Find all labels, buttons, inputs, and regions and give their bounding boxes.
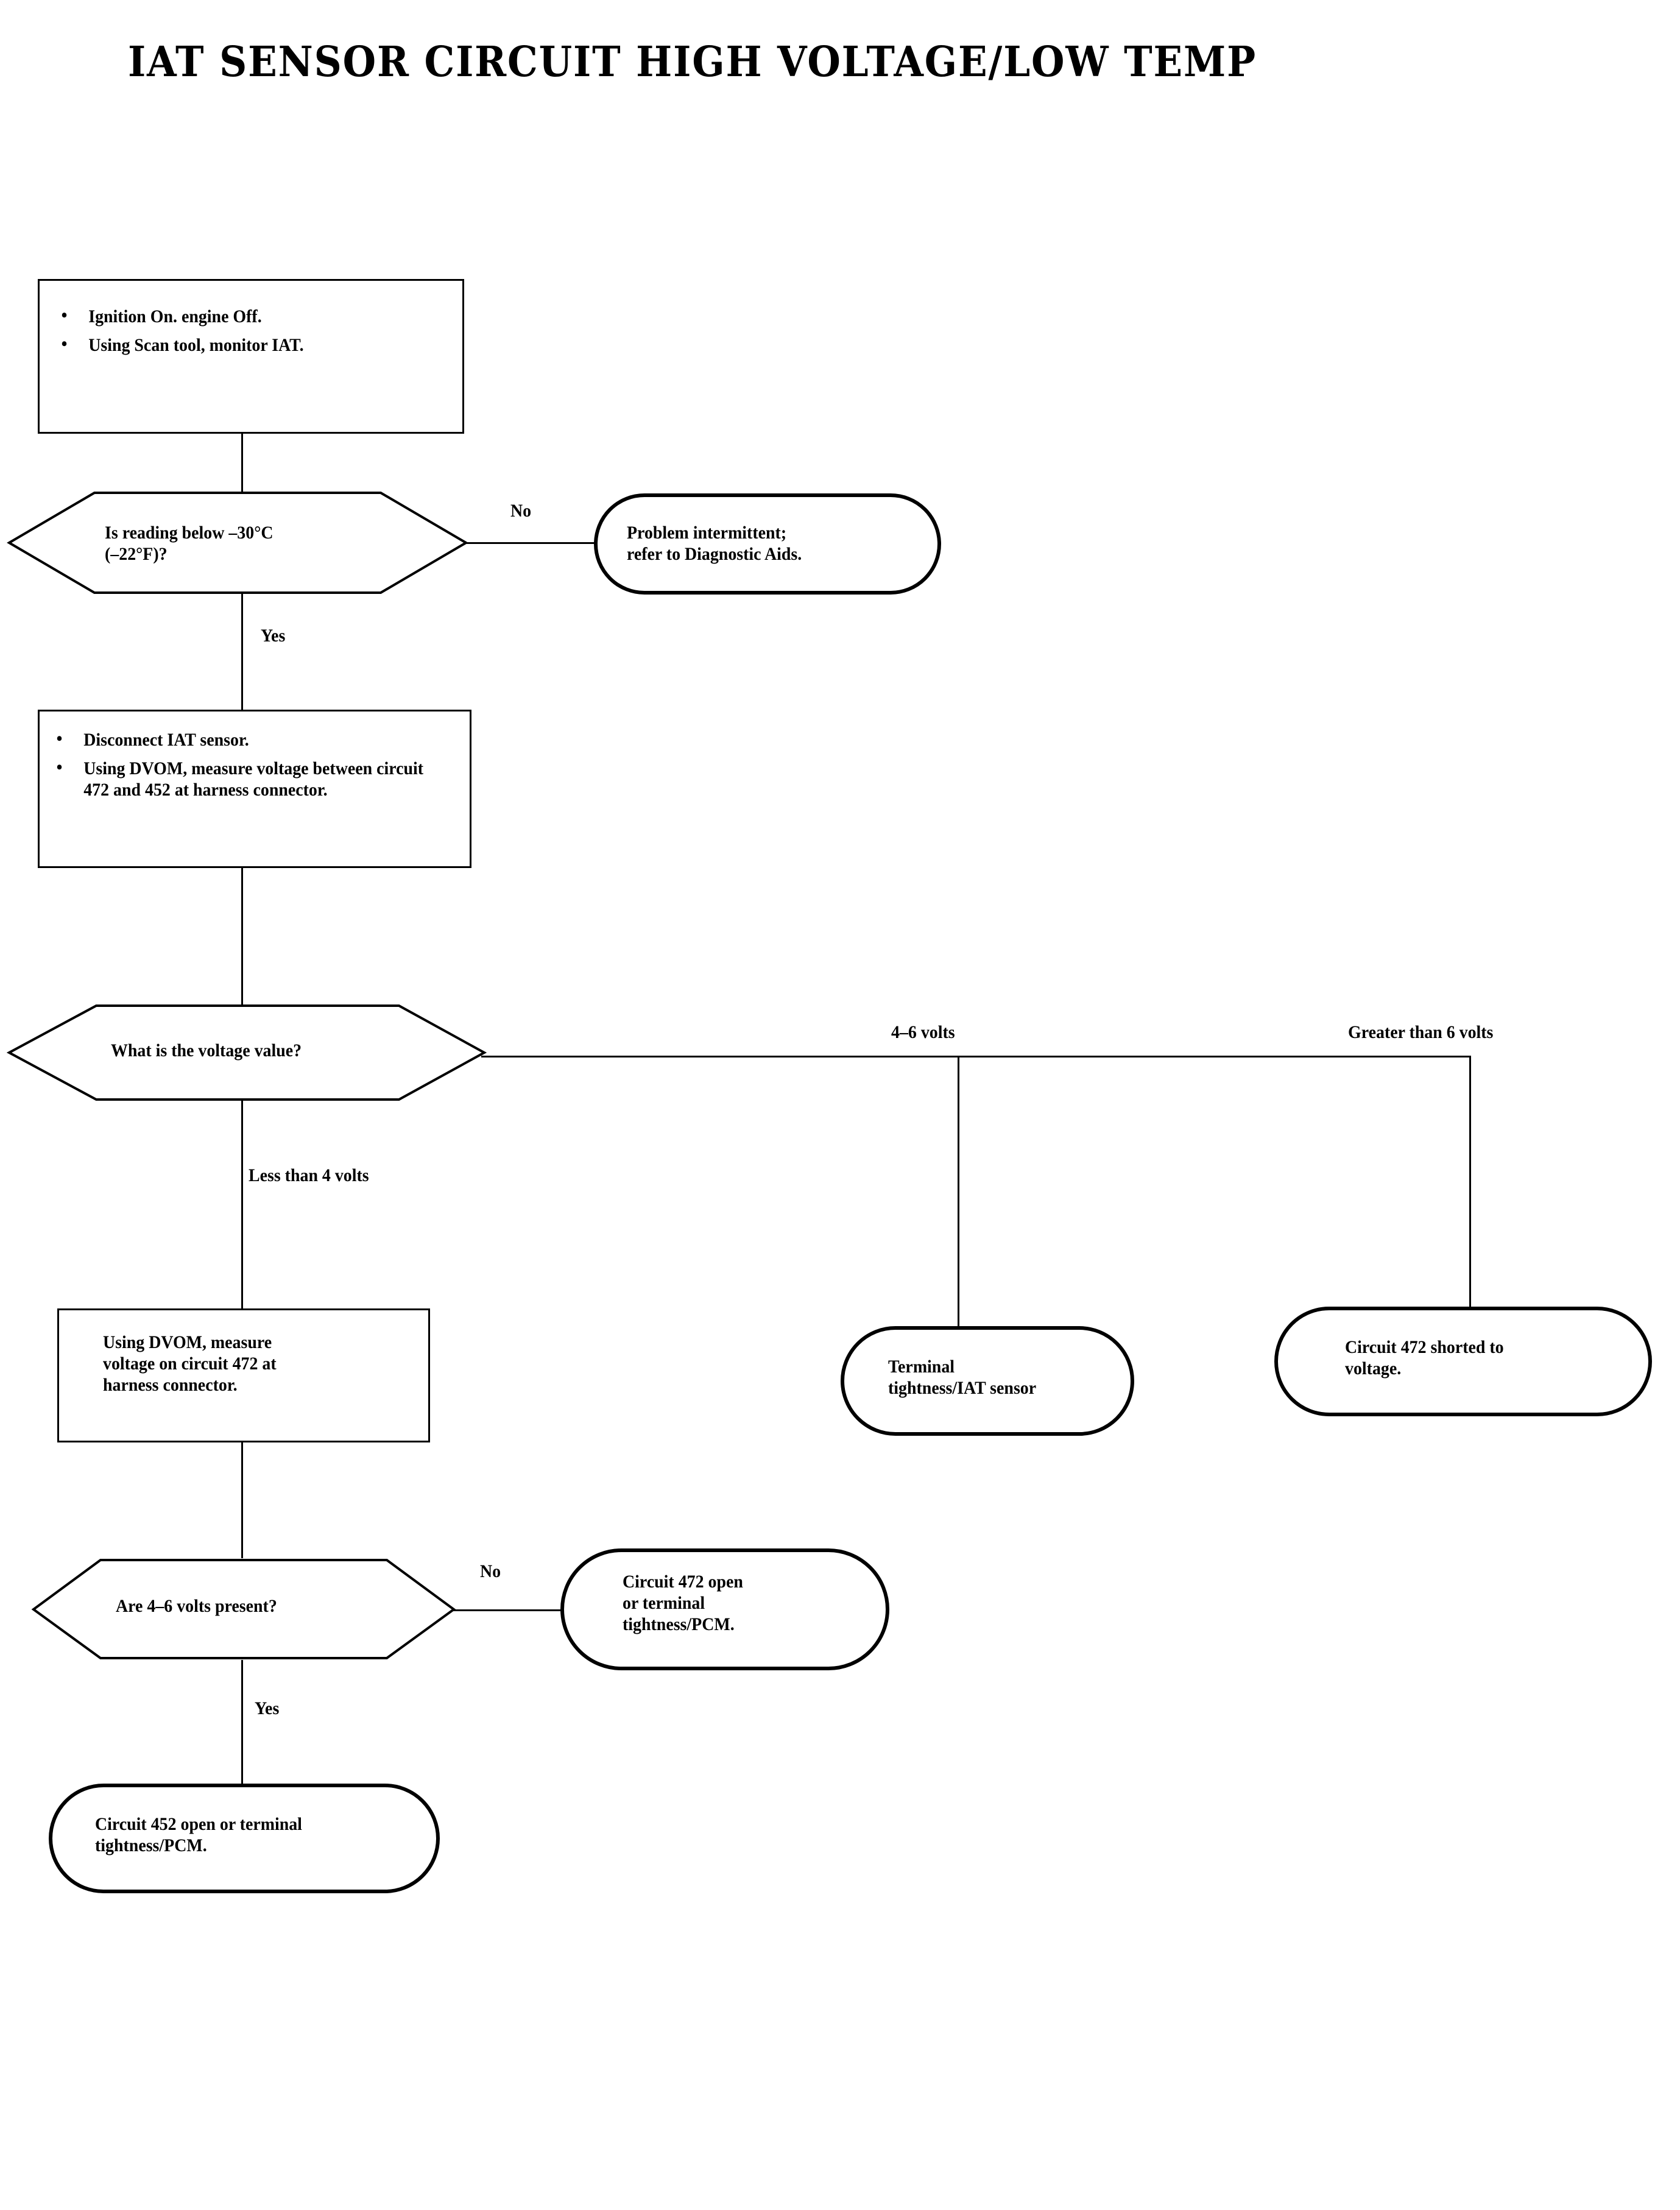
edge-label-decision3-no: No (480, 1561, 501, 1581)
outcome1-label: Problem intermittent; refer to Diagnosti… (627, 523, 802, 564)
step1-bullet-2: Using Scan tool, monitor IAT. (58, 334, 415, 356)
page-title: IAT SENSOR CIRCUIT HIGH VOLTAGE/LOW TEMP (128, 38, 1257, 86)
outcome3-label: Circuit 472 shorted to voltage. (1345, 1337, 1504, 1379)
connector-decision2-step3 (241, 1100, 243, 1309)
decision2-hexagon-shape (6, 1004, 487, 1101)
connector-decision2-trunk (481, 1056, 1471, 1057)
connector-step3-decision3 (241, 1442, 243, 1558)
outcome5-label: Circuit 452 open or terminal tightness/P… (95, 1814, 302, 1855)
connector-trunk-outcome2 (958, 1056, 959, 1326)
connector-decision3-outcome5 (241, 1660, 243, 1785)
edge-label-decision2-right: Greater than 6 volts (1348, 1022, 1494, 1042)
decision1-label: Is reading below –30°C (–22°F)? (105, 523, 274, 564)
node-decision2[interactable]: What is the voltage value? (6, 1004, 487, 1101)
node-step2[interactable]: Disconnect IAT sensor. Using DVOM, measu… (38, 710, 471, 868)
node-outcome5[interactable]: Circuit 452 open or terminal tightness/P… (49, 1784, 440, 1893)
step2-bullet-list: Disconnect IAT sensor. Using DVOM, measu… (53, 729, 455, 808)
connector-decision1-step2 (241, 594, 243, 710)
step2-bullet-1: Disconnect IAT sensor. (53, 729, 427, 751)
outcome4-label: Circuit 472 open or terminal tightness/P… (623, 1572, 743, 1634)
connector-decision1-outcome1 (466, 542, 595, 544)
edge-label-decision1-no: No (510, 501, 532, 521)
connector-decision3-outcome4 (452, 1609, 562, 1611)
step1-bullet-list: Ignition On. engine Off. Using Scan tool… (58, 305, 442, 364)
connector-step2-decision2 (241, 868, 243, 1045)
edge-label-decision2-mid: 4–6 volts (891, 1022, 955, 1042)
node-outcome1[interactable]: Problem intermittent; refer to Diagnosti… (594, 493, 941, 595)
decision1-hexagon-shape (7, 492, 468, 594)
node-step1[interactable]: Ignition On. engine Off. Using Scan tool… (38, 279, 464, 434)
node-decision3[interactable]: Are 4–6 volts present? (30, 1558, 457, 1660)
edge-label-decision2-left: Less than 4 volts (249, 1165, 369, 1185)
node-outcome4[interactable]: Circuit 472 open or terminal tightness/P… (560, 1548, 889, 1670)
step1-bullet-1: Ignition On. engine Off. (58, 305, 415, 328)
decision3-label: Are 4–6 volts present? (116, 1596, 277, 1616)
connector-trunk-outcome3 (1469, 1056, 1471, 1307)
edge-label-decision3-yes: Yes (255, 1698, 280, 1718)
step3-label: Using DVOM, measure voltage on circuit 4… (103, 1332, 277, 1395)
outcome2-label: Terminal tightness/IAT sensor (888, 1357, 1037, 1398)
decision3-hexagon-shape (31, 1559, 456, 1659)
node-decision1[interactable]: Is reading below –30°C (–22°F)? (6, 491, 469, 595)
edge-label-decision1-yes: Yes (261, 626, 286, 646)
step2-bullet-2: Using DVOM, measure voltage between circ… (53, 757, 427, 801)
node-outcome2[interactable]: Terminal tightness/IAT sensor (841, 1326, 1134, 1436)
node-outcome3[interactable]: Circuit 472 shorted to voltage. (1274, 1307, 1652, 1416)
node-step3[interactable]: Using DVOM, measure voltage on circuit 4… (57, 1308, 430, 1442)
decision2-label: What is the voltage value? (111, 1040, 302, 1061)
connector-step1-decision1 (241, 432, 243, 492)
